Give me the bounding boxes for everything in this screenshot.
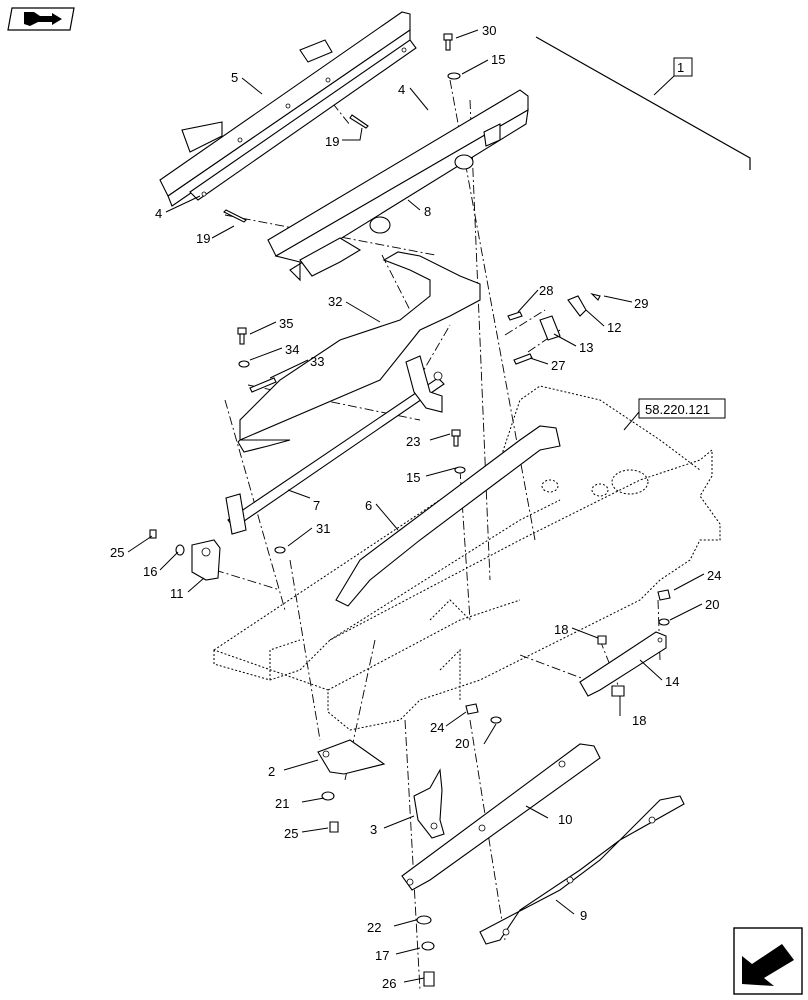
bolt-25-lower bbox=[329, 821, 339, 833]
washer-15-upper bbox=[447, 72, 461, 80]
callout-6: 6 bbox=[365, 498, 372, 513]
callout-15: 15 bbox=[406, 470, 420, 485]
callout-30: 30 bbox=[482, 23, 496, 38]
next-page-arrow-icon[interactable] bbox=[733, 927, 803, 995]
washer-15-lower bbox=[454, 466, 466, 474]
callout-29: 29 bbox=[634, 296, 648, 311]
callout-4: 4 bbox=[398, 82, 405, 97]
callout-26: 26 bbox=[382, 976, 396, 991]
pin-28 bbox=[507, 311, 523, 321]
bolt-18-lower bbox=[611, 685, 625, 697]
bolt-33 bbox=[249, 377, 277, 393]
assembly-reference-bracket bbox=[535, 36, 751, 170]
callout-14: 14 bbox=[665, 674, 679, 689]
reference-box-label: 1 bbox=[677, 60, 684, 75]
frame-cross-reference[interactable] bbox=[623, 398, 726, 431]
callout-4: 4 bbox=[155, 206, 162, 221]
nut-24-right bbox=[657, 589, 671, 601]
washer-21 bbox=[321, 791, 335, 801]
cross-reference-label[interactable]: 58.220.121 bbox=[645, 402, 710, 417]
callout-17: 17 bbox=[375, 948, 389, 963]
pin-19-lower bbox=[223, 209, 247, 223]
washer-20-right bbox=[658, 618, 670, 626]
callout-9: 9 bbox=[580, 908, 587, 923]
fastener-23-bolt bbox=[451, 429, 461, 447]
callout-25: 25 bbox=[284, 826, 298, 841]
part-9-plate bbox=[479, 795, 685, 945]
leader-lines bbox=[127, 29, 705, 983]
callout-23: 23 bbox=[406, 434, 420, 449]
callout-34: 34 bbox=[285, 342, 299, 357]
callout-28: 28 bbox=[539, 283, 553, 298]
bolt-26 bbox=[423, 971, 435, 987]
part-6-plate bbox=[335, 425, 561, 607]
callout-16: 16 bbox=[143, 564, 157, 579]
washer-17 bbox=[421, 941, 435, 951]
washer-31 bbox=[274, 546, 286, 554]
washer-34 bbox=[238, 360, 250, 368]
part-3-bracket bbox=[413, 768, 445, 839]
fastener-30-bolt bbox=[443, 33, 453, 51]
callout-20: 20 bbox=[705, 597, 719, 612]
callout-11: 11 bbox=[170, 586, 184, 601]
callout-24: 24 bbox=[430, 720, 444, 735]
part-12-clip bbox=[567, 295, 587, 317]
part-32-plate bbox=[237, 251, 481, 453]
pin-19-upper bbox=[349, 114, 369, 129]
nut-24-lower bbox=[465, 703, 479, 715]
callout-27: 27 bbox=[551, 358, 565, 373]
callout-19: 19 bbox=[325, 134, 339, 149]
callout-7: 7 bbox=[313, 498, 320, 513]
part-14-bracket bbox=[579, 631, 667, 697]
callout-35: 35 bbox=[279, 316, 293, 331]
callout-19: 19 bbox=[196, 231, 210, 246]
part-7-shaft bbox=[225, 355, 445, 535]
callout-18: 18 bbox=[554, 622, 568, 637]
callout-32: 32 bbox=[328, 294, 342, 309]
part-10-rail bbox=[401, 743, 601, 891]
bolt-18-upper bbox=[597, 635, 607, 645]
callout-5: 5 bbox=[231, 70, 238, 85]
bolt-27 bbox=[513, 353, 533, 365]
callout-3: 3 bbox=[370, 822, 377, 837]
callout-12: 12 bbox=[607, 320, 621, 335]
callout-24: 24 bbox=[707, 568, 721, 583]
washer-22 bbox=[416, 915, 432, 925]
main-frame bbox=[213, 385, 721, 731]
part-4-strip-left bbox=[189, 39, 417, 201]
part-8-rail bbox=[267, 89, 529, 282]
part-2-bracket bbox=[317, 739, 386, 775]
fastener-35-bolt bbox=[237, 327, 247, 345]
pin-29 bbox=[590, 292, 601, 301]
part-13-clip bbox=[539, 315, 561, 341]
callout-21: 21 bbox=[275, 796, 289, 811]
callout-2: 2 bbox=[268, 764, 275, 779]
fastener-25-bolt-upper bbox=[149, 529, 157, 539]
washer-20-lower bbox=[490, 716, 502, 724]
callout-25: 25 bbox=[110, 545, 124, 560]
callout-31: 31 bbox=[316, 521, 330, 536]
callout-33: 33 bbox=[310, 354, 324, 369]
callout-15: 15 bbox=[491, 52, 505, 67]
callout-10: 10 bbox=[558, 812, 572, 827]
callout-18: 18 bbox=[632, 713, 646, 728]
callout-22: 22 bbox=[367, 920, 381, 935]
open-book-arrow-icon[interactable] bbox=[7, 7, 75, 31]
callout-13: 13 bbox=[579, 340, 593, 355]
callout-8: 8 bbox=[424, 204, 431, 219]
callout-20: 20 bbox=[455, 736, 469, 751]
part-11-bracket bbox=[191, 539, 221, 581]
part-5-rail bbox=[159, 11, 411, 207]
